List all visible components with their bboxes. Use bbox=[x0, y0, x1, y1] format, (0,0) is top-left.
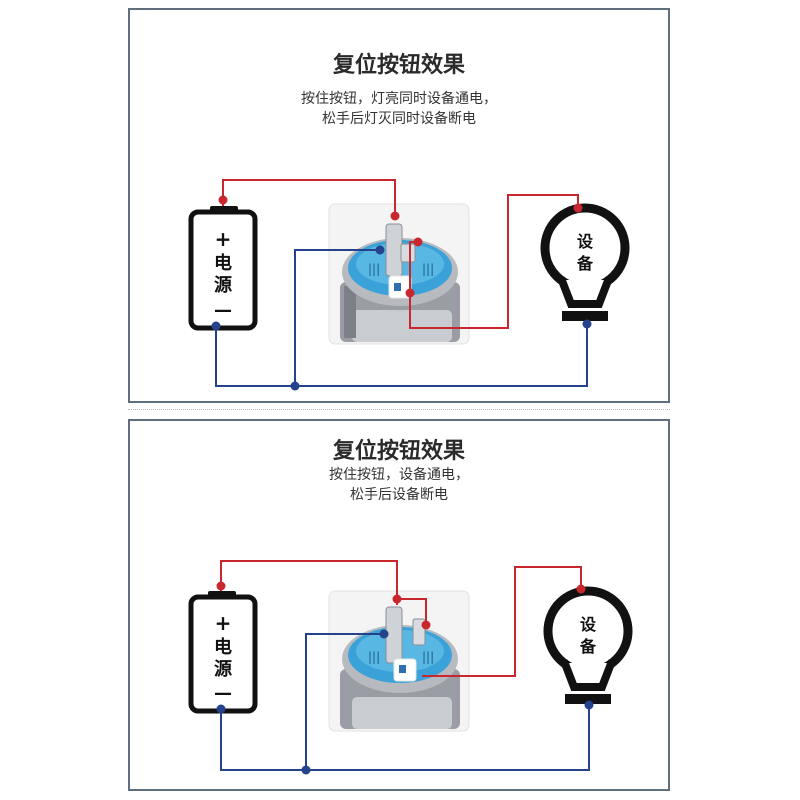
power-source bbox=[188, 206, 258, 331]
junction-dot bbox=[218, 195, 228, 205]
wiring-diagram-top: ||| ||| bbox=[188, 179, 630, 391]
junction-dot bbox=[582, 319, 592, 329]
button-bridge-wire bbox=[397, 598, 427, 625]
panel-description: 按住按钮，设备通电， 松手后设备断电 bbox=[130, 465, 668, 505]
button-return-wire bbox=[294, 249, 380, 386]
svg-text:|||: ||| bbox=[368, 650, 380, 664]
description-line-1: 按住按钮，灯亮同时设备通电， bbox=[301, 91, 497, 107]
description-line-1: 按住按钮，设备通电， bbox=[329, 467, 469, 483]
junction-dot bbox=[413, 237, 423, 247]
description-line-2: 松手后设备断电 bbox=[350, 487, 448, 503]
junction-dot bbox=[290, 381, 300, 391]
negative-wire bbox=[220, 705, 590, 771]
power-label-char-2: 源 bbox=[214, 658, 232, 680]
negative-wire bbox=[215, 324, 588, 387]
junction-dot bbox=[405, 288, 415, 298]
junction-dot bbox=[576, 584, 586, 594]
junction-dot bbox=[216, 704, 226, 714]
junction-dot bbox=[392, 594, 402, 604]
panel-description: 按住按钮，灯亮同时设备通电， 松手后灯灭同时设备断电 bbox=[130, 89, 668, 129]
power-label-char-2: 源 bbox=[214, 274, 232, 296]
push-button-photo: ||| ||| bbox=[328, 203, 470, 345]
device-label-char-1: 设 bbox=[577, 232, 594, 251]
minus-sign: — bbox=[214, 683, 232, 704]
junction-dot bbox=[573, 203, 583, 213]
device-label-char-2: 备 bbox=[576, 254, 594, 273]
junction-dot bbox=[421, 620, 431, 630]
panel-bottom-plain-version: 复位按钮效果 按住按钮，设备通电， 松手后设备断电 ||| ||| bbox=[128, 419, 670, 791]
panel-title: 复位按钮效果 bbox=[332, 53, 465, 78]
junction-dot bbox=[390, 211, 400, 221]
device-bulb bbox=[543, 586, 633, 704]
svg-text:|||: ||| bbox=[422, 650, 434, 664]
svg-text:|||: ||| bbox=[422, 262, 434, 276]
power-label-char-1: 电 bbox=[214, 252, 232, 274]
junction-dot bbox=[301, 765, 311, 775]
power-label-char-1: 电 bbox=[214, 636, 232, 658]
junction-dot bbox=[211, 321, 221, 331]
button-terminal bbox=[385, 606, 403, 664]
junction-dot bbox=[584, 700, 594, 710]
junction-dot bbox=[379, 629, 389, 639]
plus-sign: + bbox=[215, 227, 232, 251]
device-supply-wire bbox=[422, 566, 582, 677]
panel-title: 复位按钮效果 bbox=[332, 439, 465, 464]
positive-wire bbox=[222, 179, 396, 216]
device-bulb bbox=[540, 203, 630, 321]
minus-sign: — bbox=[214, 300, 232, 321]
button-terminal bbox=[385, 223, 403, 277]
description-line-2: 松手后灯灭同时设备断电 bbox=[322, 111, 476, 127]
wiring-diagram-bottom: ||| ||| bbox=[188, 560, 633, 775]
plus-sign: + bbox=[215, 611, 232, 635]
button-return-wire bbox=[305, 633, 384, 770]
push-button-photo: ||| ||| bbox=[328, 590, 470, 732]
svg-text:|||: ||| bbox=[368, 262, 380, 276]
device-label-char-2: 备 bbox=[579, 637, 597, 656]
panel-top-light-version: 复位按钮效果 按住按钮，灯亮同时设备通电， 松手后灯灭同时设备断电 ||| ||… bbox=[128, 8, 670, 403]
junction-dot bbox=[216, 581, 226, 591]
junction-dot bbox=[375, 245, 385, 255]
positive-wire bbox=[220, 560, 398, 605]
device-label-char-1: 设 bbox=[580, 615, 597, 634]
panel-separator bbox=[128, 409, 670, 410]
device-supply-wire bbox=[409, 194, 579, 329]
